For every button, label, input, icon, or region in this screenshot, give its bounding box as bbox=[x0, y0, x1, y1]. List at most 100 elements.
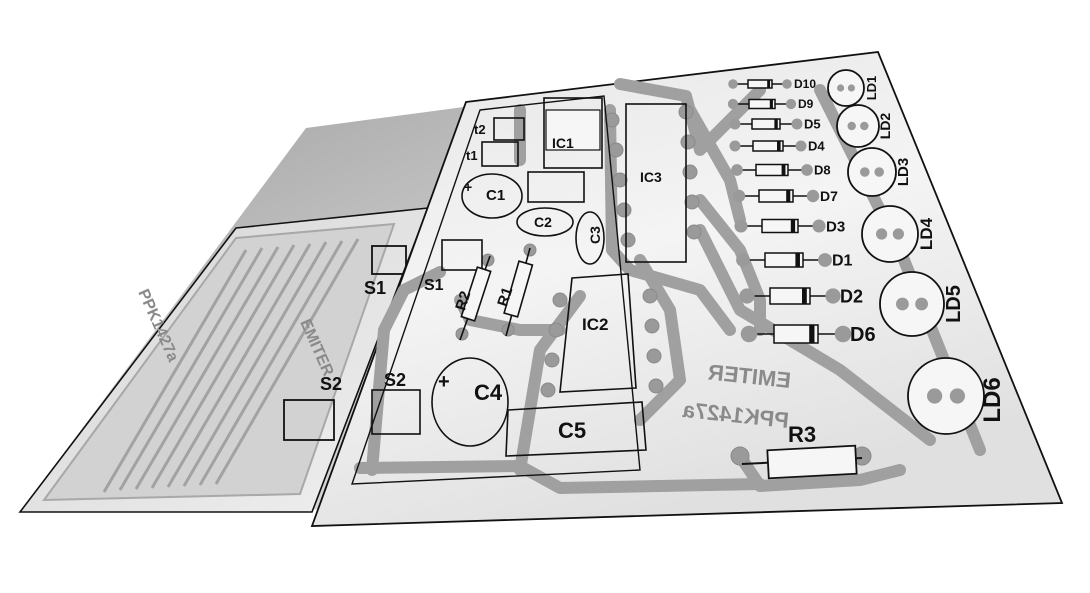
diode-d6-band bbox=[809, 325, 815, 343]
diode-d7-pad-b bbox=[806, 189, 820, 203]
label-diode-d6: D6 bbox=[850, 324, 876, 346]
diode-d2-pad-b bbox=[825, 288, 841, 304]
diode-d4-pad-a bbox=[729, 140, 741, 152]
label-ic3: IC3 bbox=[640, 169, 662, 185]
led-ld5: LD5 bbox=[879, 271, 965, 337]
label-r2: R2 bbox=[452, 289, 474, 313]
main-board: EMITER PPK1427a t2 t1 IC1 C1 + C2 C3 IC3… bbox=[310, 51, 1064, 527]
diode-d10-pad-a bbox=[728, 79, 738, 89]
diode-d4: D4 bbox=[729, 139, 825, 154]
led-ld6: LD6 bbox=[907, 357, 1006, 435]
diode-d3-pad-a bbox=[734, 219, 748, 233]
diode-d5-pad-a bbox=[729, 118, 741, 130]
led-ld3-outline bbox=[847, 147, 897, 197]
label-diode-d7: D7 bbox=[820, 188, 838, 204]
diode-d6-pad-b bbox=[834, 325, 852, 343]
diode-d6: D6 bbox=[740, 324, 876, 346]
led-ld1: LD1 bbox=[827, 69, 879, 107]
ic2-outline bbox=[559, 273, 637, 393]
component-outline-b1 bbox=[527, 171, 585, 203]
capacitor-c4-outline bbox=[431, 357, 509, 447]
led-ld6-pad-b bbox=[949, 388, 966, 404]
ic1-outline bbox=[543, 97, 603, 169]
diode-d5-band bbox=[774, 119, 778, 129]
label-t1: t1 bbox=[466, 148, 478, 163]
label-s2: S2 bbox=[384, 370, 406, 390]
diode-d7-body bbox=[758, 189, 794, 203]
diode-d2-pad-a bbox=[739, 288, 755, 304]
diode-d9-body bbox=[748, 98, 776, 110]
capacitor-c2-outline bbox=[516, 207, 574, 237]
led-ld6-outline bbox=[907, 357, 985, 435]
led-ld3-pad-b bbox=[874, 167, 884, 177]
diode-d6-body bbox=[773, 324, 819, 344]
label-ic1: IC1 bbox=[552, 135, 574, 151]
label-led-ld4: LD4 bbox=[917, 217, 936, 250]
ic1-body bbox=[545, 109, 601, 151]
diode-d1: D1 bbox=[736, 252, 853, 270]
label-diode-d10: D10 bbox=[794, 77, 816, 91]
capacitor-c3-outline bbox=[575, 211, 605, 265]
sensor-label-s2: S2 bbox=[320, 374, 342, 394]
diode-d1-pad-b bbox=[818, 253, 832, 267]
label-c1: C1 bbox=[486, 187, 505, 204]
diode-d4-pad-b bbox=[795, 140, 807, 152]
diode-d8: D8 bbox=[731, 163, 831, 178]
label-led-ld5: LD5 bbox=[943, 285, 965, 323]
sensor-board: S1 S2 EMITER PPK1427a bbox=[18, 207, 430, 513]
led-ld5-pad-b bbox=[915, 297, 928, 311]
label-r3: R3 bbox=[788, 422, 816, 447]
led-ld2-outline bbox=[836, 104, 880, 148]
label-led-ld6: LD6 bbox=[979, 377, 1006, 422]
diode-d7: D7 bbox=[732, 188, 838, 204]
led-ld5-pad-a bbox=[896, 297, 909, 311]
diode-d2: D2 bbox=[739, 286, 863, 306]
diode-d9-pad-b bbox=[785, 98, 797, 110]
diode-d2-body bbox=[769, 287, 811, 305]
diode-d7-band bbox=[786, 190, 791, 202]
diode-d7-pad-a bbox=[732, 189, 746, 203]
diode-d4-band bbox=[777, 141, 781, 151]
led-ld4-outline bbox=[861, 205, 919, 263]
diode-d10: D10 bbox=[728, 77, 816, 91]
component-area-outline bbox=[351, 95, 641, 485]
sensor-pad-s1 bbox=[371, 245, 407, 275]
label-c1-plus: + bbox=[464, 179, 472, 195]
led-ld4-pad-a bbox=[876, 228, 888, 240]
label-diode-d2: D2 bbox=[840, 286, 863, 306]
diode-d3-pad-b bbox=[812, 219, 826, 233]
label-diode-d4: D4 bbox=[808, 139, 825, 154]
diode-d5-body bbox=[751, 118, 781, 130]
diode-d10-body bbox=[747, 79, 773, 89]
diode-d4-body bbox=[752, 140, 784, 152]
label-led-ld2: LD2 bbox=[877, 113, 893, 140]
label-c4-plus: + bbox=[438, 371, 450, 393]
label-led-ld3: LD3 bbox=[895, 158, 912, 186]
diode-d6-pad-a bbox=[740, 325, 758, 343]
led-ld3: LD3 bbox=[847, 147, 912, 197]
diode-d3-band bbox=[790, 219, 796, 233]
diode-d8-band bbox=[781, 164, 786, 176]
label-diode-d8: D8 bbox=[814, 163, 831, 178]
led-ld3-pad-a bbox=[860, 167, 870, 177]
label-diode-d9: D9 bbox=[798, 97, 814, 111]
resistor-r1-body bbox=[503, 260, 534, 318]
capacitor-c5-outline bbox=[505, 401, 647, 457]
led-ld2: LD2 bbox=[836, 104, 893, 148]
label-s1: S1 bbox=[424, 277, 444, 294]
led-ld1-pad-a bbox=[837, 84, 845, 92]
diode-d8-pad-a bbox=[731, 164, 743, 176]
diode-d10-pad-b bbox=[782, 79, 792, 89]
led-ld2-pad-a bbox=[847, 121, 856, 131]
sensor-label-s1: S1 bbox=[364, 278, 386, 298]
diode-d10-band bbox=[767, 80, 771, 88]
label-diode-d3: D3 bbox=[826, 218, 845, 235]
capacitor-c1-outline bbox=[461, 173, 523, 219]
diode-d8-pad-b bbox=[801, 164, 813, 176]
diode-d3-body bbox=[761, 218, 799, 234]
label-ic2: IC2 bbox=[582, 315, 608, 334]
label-c2: C2 bbox=[534, 214, 552, 230]
sensor-comb-pad bbox=[41, 222, 396, 502]
